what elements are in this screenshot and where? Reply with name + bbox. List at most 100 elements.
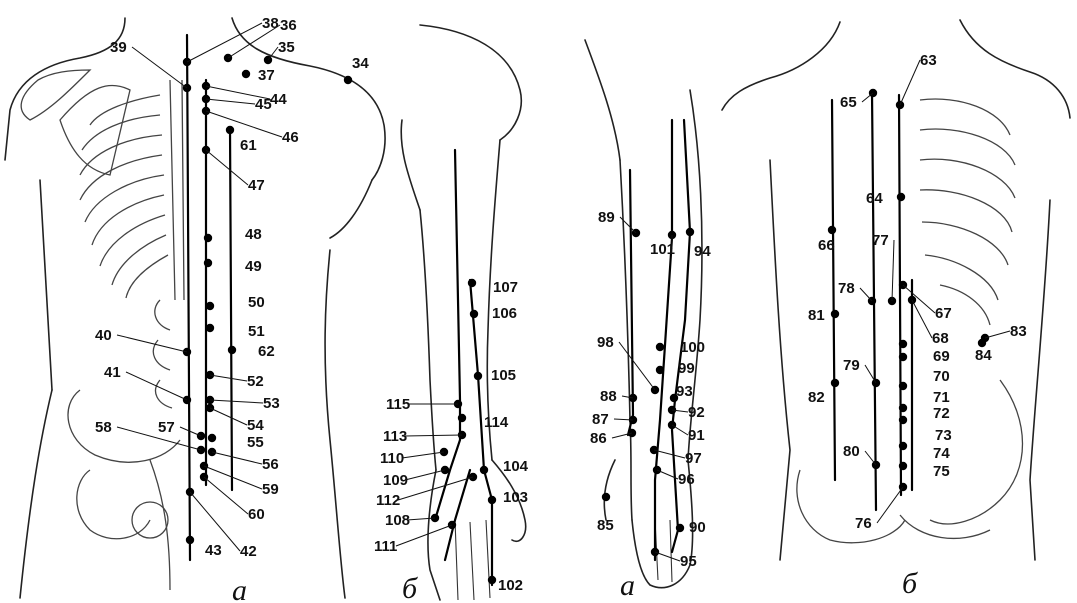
- point-41: 41: [104, 364, 191, 404]
- point-leader-109: [405, 470, 445, 480]
- point-113: 113: [383, 428, 466, 445]
- point-label-77: 77: [872, 232, 889, 249]
- point-leader-68: [912, 300, 932, 338]
- point-dot-43: [186, 536, 194, 544]
- point-leader-80: [865, 451, 876, 465]
- point-dot-75: [899, 462, 907, 470]
- point-43: 43: [186, 536, 222, 559]
- point-label-91: 91: [688, 427, 705, 444]
- point-label-100: 100: [680, 339, 705, 356]
- point-99: 99: [656, 360, 695, 377]
- point-dot-99: [656, 366, 664, 374]
- point-label-106: 106: [492, 305, 517, 322]
- point-label-47: 47: [248, 177, 265, 194]
- point-50: 50: [206, 294, 265, 311]
- point-label-57: 57: [158, 419, 175, 436]
- point-label-82: 82: [808, 389, 825, 406]
- point-leader-39: [132, 47, 187, 88]
- point-75: 75: [899, 462, 950, 480]
- point-dot-105: [474, 372, 482, 380]
- point-77: 77: [872, 232, 896, 305]
- point-dot-85: [602, 493, 610, 501]
- point-label-60: 60: [248, 506, 265, 523]
- point-109: 109: [383, 466, 449, 489]
- point-45: 45: [202, 95, 272, 113]
- point-115: 115: [386, 396, 462, 413]
- point-104: 104: [480, 458, 529, 475]
- point-114: 114: [458, 414, 509, 431]
- point-label-79: 79: [843, 357, 860, 374]
- point-label-83: 83: [1010, 323, 1027, 340]
- point-dot-104: [480, 466, 488, 474]
- point-40: 40: [95, 327, 191, 356]
- point-leader-53: [210, 400, 263, 403]
- points-layer: 3435363738394041424344454647484950515253…: [95, 15, 1027, 594]
- point-dot-74: [899, 442, 907, 450]
- point-label-102: 102: [498, 577, 523, 594]
- point-71: 71: [899, 382, 950, 406]
- point-label-37: 37: [258, 67, 275, 84]
- point-105: 105: [474, 367, 516, 384]
- point-label-74: 74: [933, 445, 950, 462]
- point-dot-61: [226, 126, 234, 134]
- point-label-105: 105: [491, 367, 516, 384]
- point-leader-97: [654, 450, 685, 458]
- point-84: 84: [975, 339, 992, 364]
- point-label-78: 78: [838, 280, 855, 297]
- point-label-59: 59: [262, 481, 279, 498]
- figure-torso-b: [722, 20, 1070, 560]
- point-leader-83: [985, 331, 1010, 338]
- point-label-80: 80: [843, 443, 860, 460]
- caption-figure-3: а: [620, 569, 635, 602]
- caption-figure-1: а: [232, 574, 247, 603]
- point-leader-113: [405, 435, 462, 436]
- point-34: 34: [344, 55, 370, 84]
- point-label-42: 42: [240, 543, 257, 560]
- point-label-52: 52: [247, 373, 264, 390]
- point-label-70: 70: [933, 368, 950, 385]
- point-dot-71: [899, 382, 907, 390]
- point-label-104: 104: [503, 458, 529, 475]
- point-leader-108: [407, 518, 435, 520]
- point-dot-50: [206, 302, 214, 310]
- point-label-48: 48: [245, 226, 262, 243]
- point-dot-81: [831, 310, 839, 318]
- point-label-96: 96: [678, 471, 695, 488]
- point-dot-82: [831, 379, 839, 387]
- point-leader-40: [117, 335, 187, 352]
- point-label-62: 62: [258, 343, 275, 360]
- point-label-98: 98: [597, 334, 614, 351]
- point-label-36: 36: [280, 17, 297, 34]
- point-110: 110: [380, 448, 448, 467]
- point-leader-77: [892, 240, 894, 301]
- point-leader-91: [672, 425, 688, 435]
- point-label-93: 93: [676, 383, 693, 400]
- point-label-54: 54: [247, 417, 264, 434]
- point-106: 106: [470, 305, 517, 322]
- point-57: 57: [158, 419, 205, 440]
- point-53: 53: [206, 395, 280, 412]
- point-label-69: 69: [933, 348, 950, 365]
- point-dot-102: [488, 576, 496, 584]
- point-leader-89: [620, 217, 636, 233]
- point-label-66: 66: [818, 237, 835, 254]
- point-label-71: 71: [933, 389, 950, 406]
- point-dot-114: [458, 414, 466, 422]
- point-label-35: 35: [278, 39, 295, 56]
- point-label-113: 113: [383, 428, 407, 445]
- point-dot-55: [208, 434, 216, 442]
- caption-figure-4: б: [902, 567, 918, 600]
- caption-figure-2: б: [402, 572, 418, 603]
- point-dot-66: [828, 226, 836, 234]
- point-leader-95: [655, 552, 680, 561]
- point-label-56: 56: [262, 456, 279, 473]
- point-89: 89: [598, 209, 640, 237]
- point-dot-48: [204, 234, 212, 242]
- point-label-112: 112: [376, 492, 400, 509]
- point-leader-67: [903, 285, 935, 313]
- point-label-86: 86: [590, 430, 607, 447]
- point-label-110: 110: [380, 450, 404, 467]
- point-108: 108: [385, 512, 439, 529]
- point-dot-51: [206, 324, 214, 332]
- point-90: 90: [676, 519, 706, 536]
